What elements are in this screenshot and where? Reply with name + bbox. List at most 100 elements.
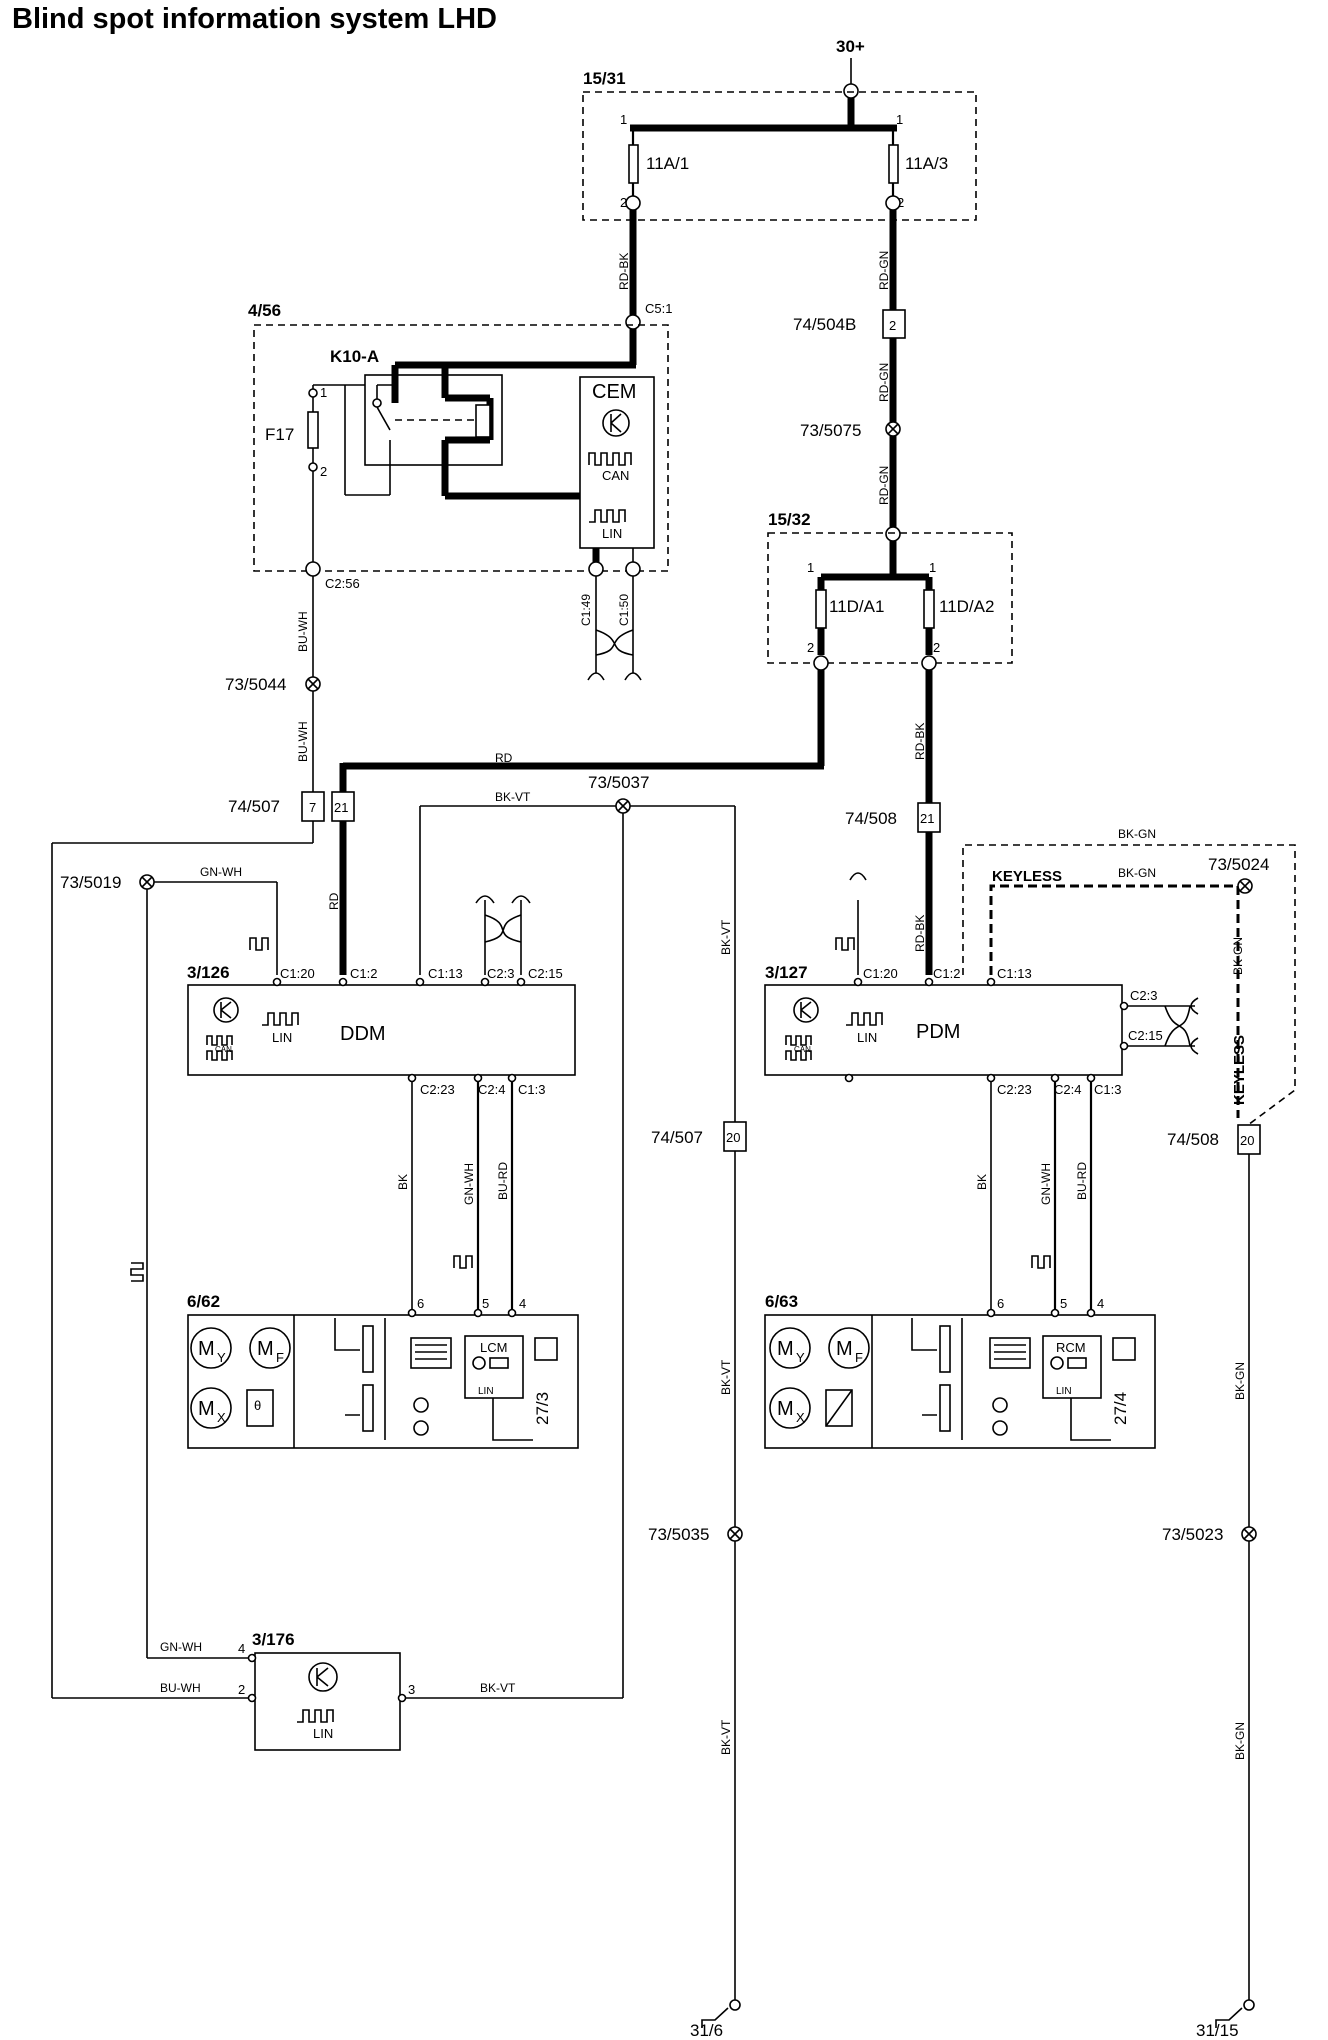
ddm-c2-4: C2:4 xyxy=(478,1082,505,1097)
relay-coil xyxy=(475,404,491,438)
wire-bu-wh-1: BU-WH xyxy=(296,611,310,652)
ground-31-15-label: 31/15 xyxy=(1196,2021,1239,2040)
fuse-f17-pin2: 2 xyxy=(320,464,327,479)
wire-bk-vt-5: BK-VT xyxy=(719,1719,733,1755)
mirror-left-id: 6/62 xyxy=(187,1292,220,1311)
wire-bu-wh-3: BU-WH xyxy=(160,1681,201,1695)
mirror-right-indicator-icon xyxy=(1112,1337,1136,1361)
lamp-icon-2 xyxy=(413,1420,429,1436)
svg-text:M: M xyxy=(836,1338,853,1360)
wire-gn-wh-4: GN-WH xyxy=(1039,1163,1053,1205)
svg-text:Y: Y xyxy=(217,1350,226,1365)
wire-rd-bk-3: RD-BK xyxy=(913,915,927,952)
wire-rd-bk-1: RD-BK xyxy=(617,253,631,290)
ddm-c2-23: C2:23 xyxy=(420,1082,455,1097)
pdm-can-label: CAN xyxy=(794,1045,811,1054)
svg-text:F: F xyxy=(276,1350,284,1365)
fuse-11a1-label: 11A/1 xyxy=(646,154,689,173)
cem-box-4-56 xyxy=(253,324,669,572)
keyless-wire-inner xyxy=(989,884,1240,1118)
pdm-processor-icon xyxy=(793,997,819,1023)
cem-c5-1-label: C5:1 xyxy=(645,301,672,316)
ddm-label: DDM xyxy=(340,1023,386,1045)
mirror-right-pin5: 5 xyxy=(1060,1296,1067,1311)
pdm-can-twist xyxy=(1164,1005,1191,1047)
cem-c1-49-label: C1:49 xyxy=(579,594,593,626)
wire-bk-gn-4: BK-GN xyxy=(1233,1362,1247,1400)
ddm-c1-3: C1:3 xyxy=(518,1082,545,1097)
fuse-f17 xyxy=(307,411,319,449)
pdm-label: PDM xyxy=(916,1021,960,1043)
motor-f-icon-right xyxy=(828,1327,870,1369)
ddm-c1-2: C1:2 xyxy=(350,966,377,981)
pdm-can-icon xyxy=(785,1035,812,1061)
motor-x-icon-right xyxy=(769,1387,811,1429)
supply-terminal xyxy=(843,83,859,99)
wire-rd-2: RD xyxy=(327,892,341,910)
pdm-c1-20: C1:20 xyxy=(863,966,898,981)
lamp-icon-3 xyxy=(992,1397,1008,1413)
fuse-11d-a1-label: 11D/A1 xyxy=(829,597,884,616)
fuse-11a1 xyxy=(628,144,639,184)
heater-icon xyxy=(246,1389,274,1427)
mirror-left-pin6: 6 xyxy=(417,1296,424,1311)
keyless-label-top: KEYLESS xyxy=(992,868,1062,885)
fuse-11da2-pin1: 1 xyxy=(929,560,936,575)
mirror-left-lin-signal xyxy=(453,1255,473,1269)
ddm-c1-20: C1:20 xyxy=(280,966,315,981)
fuse-11d-a2-label: 11D/A2 xyxy=(939,597,994,616)
fusebox-15-31 xyxy=(582,91,977,221)
wire-bu-wh-2: BU-WH xyxy=(296,721,310,762)
fusebox-15-31-label: 15/31 xyxy=(583,69,626,88)
fuse-11a1-pin1: 1 xyxy=(620,112,627,127)
cem-c1-50-label: C1:50 xyxy=(617,594,631,626)
fusebox-15-32-label: 15/32 xyxy=(768,510,811,529)
wire-bk-gn-3: BK-GN xyxy=(1231,937,1245,975)
cem-c2-56-label: C2:56 xyxy=(325,576,360,591)
wire-bk-vt-2: BK-VT xyxy=(719,919,733,955)
cem-processor-icon xyxy=(602,409,630,437)
svg-text:Y: Y xyxy=(796,1350,805,1365)
wire-bk-gn-5: BK-GN xyxy=(1233,1722,1247,1760)
wire-bk-2: BK xyxy=(975,1174,989,1190)
module-176-id: 3/176 xyxy=(252,1630,295,1649)
lamp-icon-1 xyxy=(413,1397,429,1413)
wire-rd-gn-1: RD-GN xyxy=(877,251,891,290)
cem-label: CEM xyxy=(592,381,636,403)
svg-text:X: X xyxy=(217,1410,226,1425)
cem-can-signal-icon xyxy=(588,452,632,466)
pdm-c2-15: C2:15 xyxy=(1128,1028,1163,1043)
wire-bk-vt-4: BK-VT xyxy=(719,1359,733,1395)
pdm-module xyxy=(764,984,1123,1076)
splice-73-5019-label: 73/5019 xyxy=(60,873,121,892)
pdm-lin-signal-icon xyxy=(835,937,855,951)
fuse-11da1-pin2: 2 xyxy=(807,640,814,655)
mirror-left-lamp-label: 27/3 xyxy=(533,1392,552,1425)
fuse-11da1-pin1: 1 xyxy=(807,560,814,575)
mirror-left-lin: LIN xyxy=(478,1386,494,1397)
pdm-lin-label: LIN xyxy=(857,1030,877,1045)
connector-74-507-pin21-label: 21 xyxy=(334,800,348,815)
pdm-id-label: 3/127 xyxy=(765,963,808,982)
ground-31-15-icon xyxy=(1215,2007,1243,2028)
svg-text:F: F xyxy=(855,1350,863,1365)
cem-can-label: CAN xyxy=(602,468,629,483)
motor-x-icon xyxy=(190,1387,232,1429)
wire-bk-gn-1: BK-GN xyxy=(1118,827,1156,841)
module-176-pin3: 3 xyxy=(408,1682,415,1697)
wire-rd-gn-2: RD-GN xyxy=(877,363,891,402)
splice-73-5037-label: 73/5037 xyxy=(588,773,649,792)
wire-rd-bk-2: RD-BK xyxy=(913,723,927,760)
position-sensor-3 xyxy=(939,1325,951,1373)
pdm-lin-icon xyxy=(846,1012,883,1026)
fuse-11d-a2 xyxy=(923,589,935,629)
fuse-f17-label: F17 xyxy=(265,425,294,444)
svg-text:M: M xyxy=(777,1398,794,1420)
pdm-c2-23: C2:23 xyxy=(997,1082,1032,1097)
motor-y-icon-right xyxy=(769,1327,811,1369)
cem-lin-signal-icon xyxy=(589,509,626,523)
splice-73-5024-label: 73/5024 xyxy=(1208,855,1269,874)
connector-74-507-label: 74/507 xyxy=(228,797,280,816)
ground-31-6-icon xyxy=(701,2007,729,2028)
